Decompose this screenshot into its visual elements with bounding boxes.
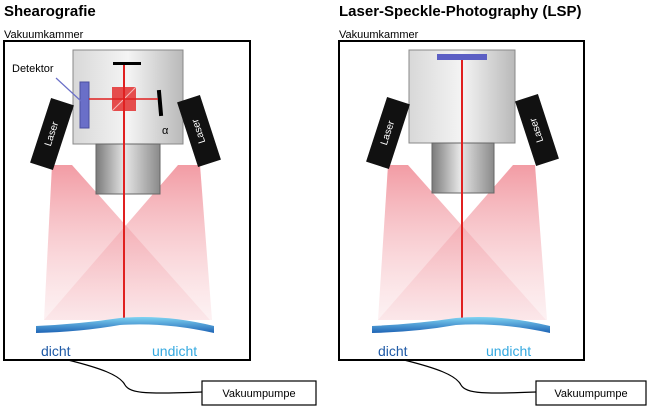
detektor-pointer	[55, 77, 83, 103]
test-surface-left	[36, 317, 214, 333]
vakuumpumpe-label-left: Vakuumpumpe	[222, 388, 295, 400]
vakuumpumpe-box-left	[201, 380, 317, 406]
laser-body	[177, 94, 221, 168]
camera-lens-left	[95, 143, 161, 195]
shearografie-panel: Shearografie Vakuumkammer α Detektor Las…	[3, 3, 317, 406]
mirror-top	[113, 62, 141, 65]
detektor-label: Detektor	[12, 63, 54, 75]
tilted-mirror	[156, 89, 164, 117]
detector	[79, 81, 90, 129]
undicht-label-left: undicht	[152, 343, 197, 359]
laser-right-2: Laser	[515, 93, 559, 167]
laser-body	[515, 93, 559, 167]
vacuum-hose-right	[403, 359, 537, 394]
vacuum-hose-left	[67, 359, 203, 394]
test-surface-right	[372, 317, 550, 333]
lsp-panel: Laser-Speckle-Photography (LSP) Vakuumka…	[338, 3, 647, 406]
vakuumkammer-right	[338, 40, 585, 361]
laser-body	[30, 97, 74, 171]
laser-beam-cone-left-b	[44, 165, 212, 320]
lsp-title: Laser-Speckle-Photography (LSP)	[339, 3, 582, 20]
vakuumpumpe-label-right: Vakuumpumpe	[554, 388, 627, 400]
dicht-label-left: dicht	[41, 343, 71, 359]
shearografie-title: Shearografie	[4, 3, 96, 20]
laser-body	[366, 96, 410, 170]
laser-left-2: Laser	[177, 94, 221, 168]
dicht-label-right: dicht	[378, 343, 408, 359]
vakuumkammer-label-right: Vakuumkammer	[339, 29, 419, 41]
laser-right-1: Laser	[366, 96, 410, 170]
alpha-label: α	[162, 125, 169, 137]
sensor-bar	[437, 54, 487, 60]
vakuumkammer-label-left: Vakuumkammer	[4, 29, 84, 41]
vakuumpumpe-box-right	[535, 380, 647, 406]
vakuumkammer-left	[3, 40, 251, 361]
laser-left-1: Laser	[30, 97, 74, 171]
undicht-label-right: undicht	[486, 343, 531, 359]
